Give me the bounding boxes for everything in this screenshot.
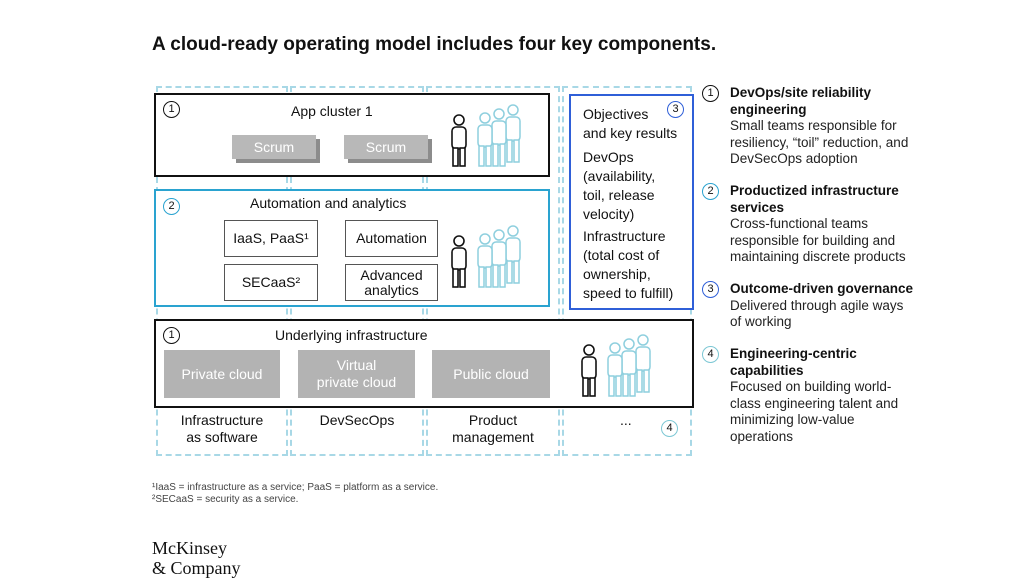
scrum-label: Scrum <box>232 135 316 159</box>
mckinsey-logo: McKinsey & Company <box>152 538 241 578</box>
legend-body: maintaining discrete products <box>730 249 906 264</box>
automation-box: Automation <box>345 220 438 257</box>
people-group-icon <box>581 334 651 397</box>
column-number-4: 4 <box>661 420 678 437</box>
legend-item-3: Outcome-driven governance Delivered thro… <box>730 281 950 331</box>
app-cluster-number: 1 <box>163 101 180 118</box>
virtual-line2: private cloud <box>316 374 397 390</box>
legend-heading: Engineering-centric <box>730 346 857 361</box>
virtual-line1: Virtual <box>336 357 377 373</box>
automation-label: Automation and analytics <box>250 195 407 211</box>
advanced-analytics-box: Advanced analytics <box>345 264 438 301</box>
app-cluster-label: App cluster 1 <box>291 103 373 119</box>
legend-heading: capabilities <box>730 362 804 378</box>
advanced-analytics-line1: Advanced <box>360 266 423 283</box>
legend-heading: DevOps/site reliability <box>730 85 872 100</box>
legend-number-3: 3 <box>702 281 719 298</box>
okr-devops-line2: toil, release <box>583 187 655 203</box>
legend-body: minimizing low-value <box>730 412 855 427</box>
secaas-box: SECaaS² <box>224 264 318 301</box>
private-cloud-box: Private cloud <box>164 350 280 398</box>
legend-body: Delivered through agile ways <box>730 297 904 313</box>
legend-body: class engineering talent and <box>730 395 899 411</box>
okr-infra-line3: speed to fulfill) <box>583 285 674 301</box>
okr-heading: Objectives and key results <box>583 105 677 143</box>
legend-body: Cross-functional teams <box>730 216 869 231</box>
legend-item-1: DevOps/site reliability engineering Smal… <box>730 85 950 168</box>
legend-item-4: Engineering-centric capabilities Focused… <box>730 346 950 445</box>
legend-heading: services <box>730 199 785 215</box>
okr-infra-label: Infrastructure <box>583 228 666 244</box>
legend-heading: Productized infrastructure <box>730 183 899 198</box>
legend-body: DevSecOps adoption <box>730 151 858 166</box>
legend-number-4: 4 <box>702 346 719 363</box>
legend-body: resiliency, “toil” reduction, and <box>730 134 909 150</box>
col3-line1: Product <box>468 412 518 428</box>
people-group-icon <box>451 225 521 288</box>
okr-infra-line2: ownership, <box>583 266 651 282</box>
col1-line2: as software <box>186 429 258 445</box>
footnote-2: ²SECaaS = security as a service. <box>152 494 299 505</box>
okr-devops-line3: velocity) <box>583 206 635 222</box>
page-title: A cloud-ready operating model includes f… <box>152 34 717 55</box>
legend-number-2: 2 <box>702 183 719 200</box>
col1-line1: Infrastructure <box>180 412 264 428</box>
legend-number-1: 1 <box>702 85 719 102</box>
okr-devops-line1: (availability, <box>583 168 656 184</box>
legend-body: Focused on building world- <box>730 379 892 394</box>
legend-body: operations <box>730 428 794 444</box>
legend-heading: Outcome-driven governance <box>730 281 914 296</box>
okr-heading-line2: and key results <box>583 125 678 141</box>
iaas-paas-box: IaaS, PaaS¹ <box>224 220 318 257</box>
legend-item-2: Productized infrastructure services Cros… <box>730 183 950 266</box>
footnote-1: ¹IaaS = infrastructure as a service; Paa… <box>152 482 439 493</box>
column-label-infrastructure: Infrastructure as software <box>162 412 282 446</box>
logo-line1: McKinsey <box>152 538 227 558</box>
scrum-label: Scrum <box>344 135 428 159</box>
okr-devops: DevOps (availability, toil, release velo… <box>583 148 655 224</box>
column-label-product: Product management <box>432 412 554 446</box>
legend-heading: engineering <box>730 101 807 117</box>
public-cloud-box: Public cloud <box>432 350 550 398</box>
okr-heading-line1: Objectives <box>583 106 649 122</box>
legend-body: responsible for building and <box>730 232 896 248</box>
advanced-analytics-line2: analytics <box>364 281 419 298</box>
legend-body: Small teams responsible for <box>730 118 897 133</box>
okr-frame <box>569 94 694 310</box>
underlying-number: 1 <box>163 327 180 344</box>
okr-infrastructure: Infrastructure (total cost of ownership,… <box>583 227 673 303</box>
okr-number: 3 <box>667 101 684 118</box>
automation-number: 2 <box>163 198 180 215</box>
col3-line2: management <box>452 429 534 445</box>
column-label-devsecops: DevSecOps <box>319 412 395 428</box>
logo-line2: & Company <box>152 558 241 578</box>
okr-devops-label: DevOps <box>583 149 634 165</box>
column-label-ellipsis: ... <box>620 412 632 428</box>
okr-infra-line1: (total cost of <box>583 247 660 263</box>
underlying-label: Underlying infrastructure <box>275 327 428 343</box>
virtual-private-cloud-box: Virtual private cloud <box>298 350 415 398</box>
people-group-icon <box>451 104 521 167</box>
legend-body: of working <box>730 314 792 329</box>
